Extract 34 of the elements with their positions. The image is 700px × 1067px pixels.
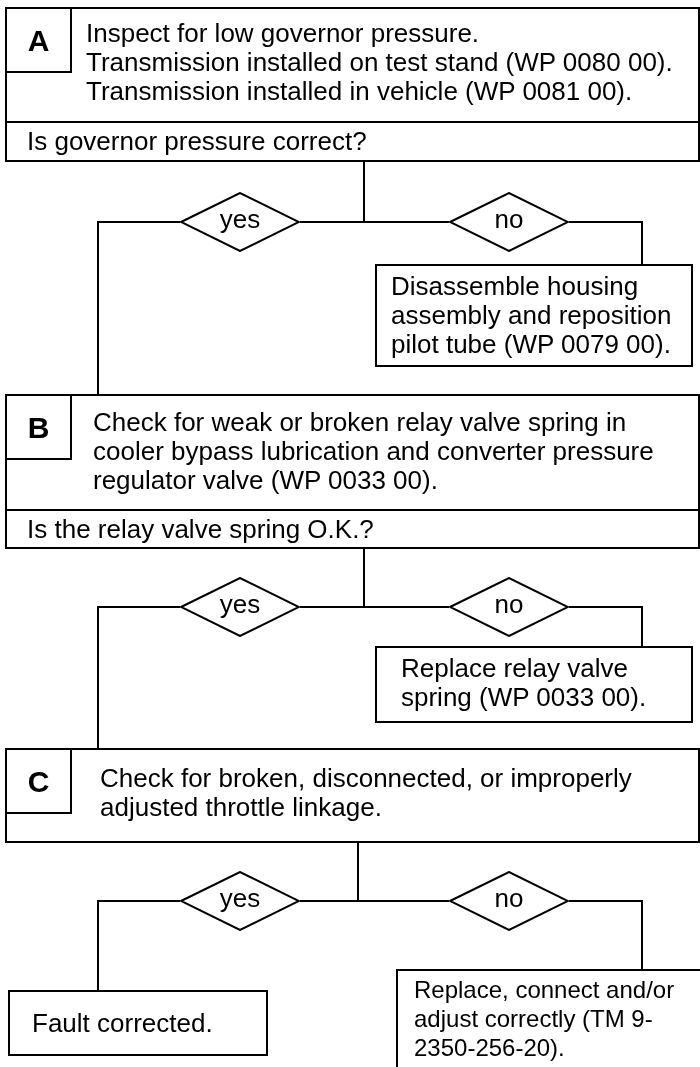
decision-label: no <box>494 202 524 236</box>
decision-label: no <box>494 587 524 621</box>
step-text: Check for broken, disconnected, or improperly adjusted throttle linkage. <box>100 764 633 822</box>
action-box <box>375 264 693 367</box>
connector-line <box>97 221 181 395</box>
connector-line <box>97 900 181 991</box>
connector-line <box>568 900 643 970</box>
action-box <box>396 969 700 1067</box>
connector-line <box>97 606 181 749</box>
step-text: Transmission installed in vehicle (WP 0081 00). <box>86 77 634 106</box>
question-text: Is governor pressure correct? <box>27 125 367 158</box>
connector-line <box>568 606 643 647</box>
decision-label: yes <box>219 202 261 236</box>
action-text: Replace, connect and/or adjust correctly (TM 9-2350-256-20). <box>414 975 676 1062</box>
action-text: Fault corrected. <box>32 1008 214 1038</box>
decision-label: no <box>494 881 524 915</box>
step-box <box>5 7 700 162</box>
action-box <box>375 646 693 723</box>
action-text: Replace relay valve spring (WP 0033 00). <box>401 654 648 712</box>
action-box <box>8 990 268 1056</box>
action-text: Disassemble housing assembly and reposition pilot tube (WP 0079 00). <box>391 272 673 359</box>
step-text: Check for weak or broken relay valve spring in cooler bypass lubrication and converter pressure regulator valve (WP 0033 00). <box>93 408 655 495</box>
step-letter: B <box>7 396 72 460</box>
step-box <box>5 748 700 843</box>
question-text: Is the relay valve spring O.K.? <box>27 512 374 546</box>
step-box <box>5 394 700 549</box>
connector-line <box>357 842 450 902</box>
decision-label: yes <box>219 881 261 915</box>
step-text: Transmission installed on test stand (WP 0080 00). <box>86 48 674 77</box>
step-text: Inspect for low governor pressure. <box>86 19 481 48</box>
step-letter: C <box>7 750 72 814</box>
connector-line <box>568 221 643 265</box>
decision-label: yes <box>219 587 261 621</box>
step-letter: A <box>7 9 72 73</box>
